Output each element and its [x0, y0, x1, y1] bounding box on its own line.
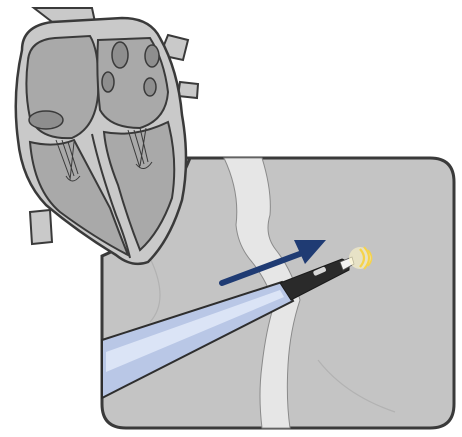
heart-illustration: [16, 8, 198, 264]
pulmonary-vein: [178, 82, 198, 98]
vessel-opening: [102, 72, 114, 92]
vessel-opening: [145, 45, 159, 67]
vessel-opening: [112, 42, 128, 68]
vessel-opening: [29, 111, 63, 129]
vena-cava-lower: [30, 210, 52, 244]
needle-tip-glow: [349, 247, 372, 269]
vessel-opening: [144, 78, 156, 96]
